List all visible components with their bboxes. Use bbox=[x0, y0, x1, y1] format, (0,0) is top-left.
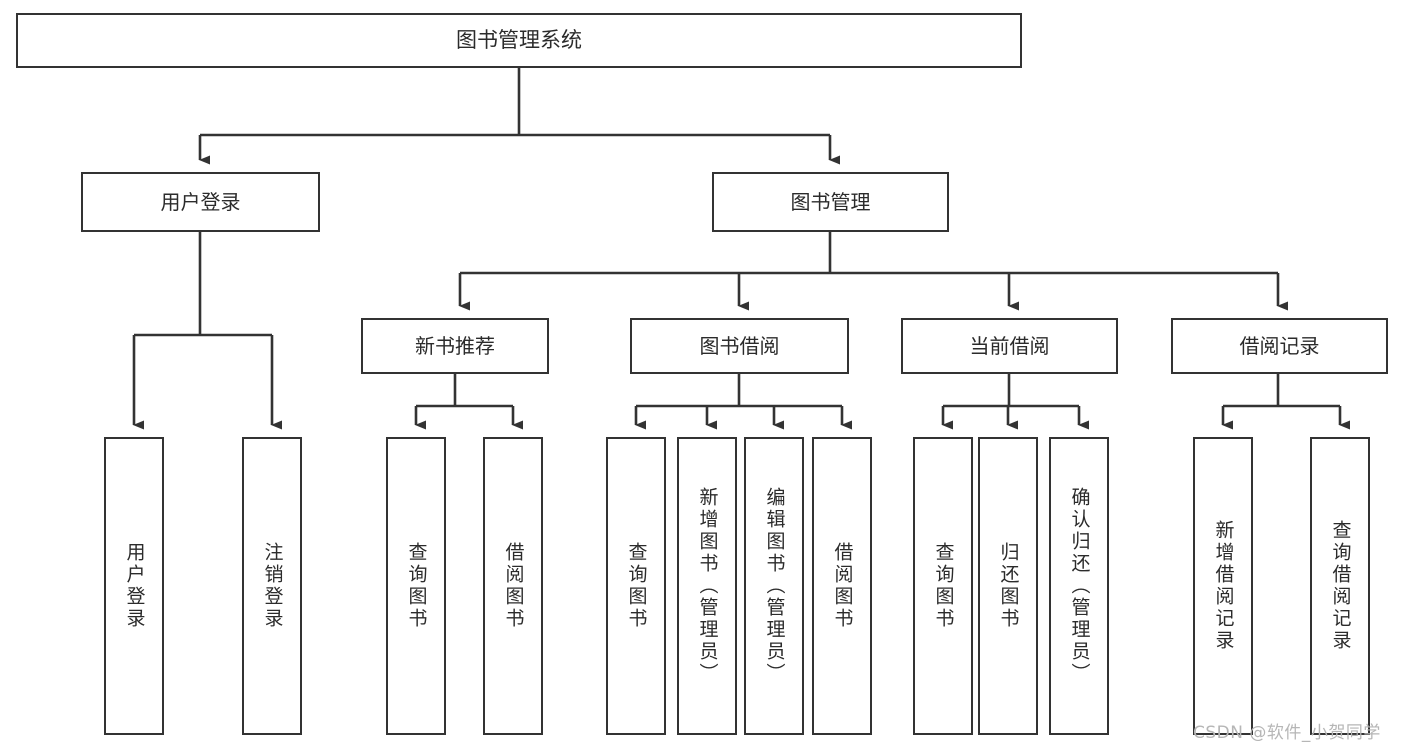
node-current-borrow[interactable]: 当前借阅 bbox=[901, 318, 1118, 374]
node-leaf-confirm-return[interactable]: 确认归还（管理员） bbox=[1049, 437, 1109, 735]
node-label: 新增图书（管理员） bbox=[696, 487, 719, 685]
node-leaf-return-book[interactable]: 归还图书 bbox=[978, 437, 1038, 735]
node-label: 借阅记录 bbox=[1239, 333, 1320, 358]
node-label: 确认归还（管理员） bbox=[1068, 487, 1091, 685]
node-label: 当前借阅 bbox=[969, 333, 1050, 358]
node-label: 借阅图书 bbox=[502, 542, 525, 630]
node-label: 图书管理系统 bbox=[456, 27, 582, 52]
node-label: 编辑图书（管理员） bbox=[763, 487, 786, 685]
node-label: 图书借阅 bbox=[699, 333, 780, 358]
node-label: 新增借阅记录 bbox=[1212, 520, 1235, 652]
node-leaf-borrow-book-1[interactable]: 借阅图书 bbox=[483, 437, 543, 735]
node-leaf-logout[interactable]: 注销登录 bbox=[242, 437, 302, 735]
node-leaf-query-book-2[interactable]: 查询图书 bbox=[606, 437, 666, 735]
node-leaf-add-record[interactable]: 新增借阅记录 bbox=[1193, 437, 1253, 735]
node-label: 查询图书 bbox=[405, 542, 428, 630]
node-label: 归还图书 bbox=[997, 542, 1020, 630]
node-borrow-record[interactable]: 借阅记录 bbox=[1171, 318, 1388, 374]
node-system-title[interactable]: 图书管理系统 bbox=[16, 13, 1022, 68]
node-label: 查询图书 bbox=[625, 542, 648, 630]
node-label: 注销登录 bbox=[261, 542, 284, 630]
node-label: 新书推荐 bbox=[415, 333, 495, 358]
node-label: 图书管理 bbox=[790, 189, 871, 214]
node-label: 用户登录 bbox=[123, 542, 146, 630]
node-label: 查询图书 bbox=[932, 542, 955, 630]
node-leaf-add-book[interactable]: 新增图书（管理员） bbox=[677, 437, 737, 735]
node-leaf-edit-book[interactable]: 编辑图书（管理员） bbox=[744, 437, 804, 735]
node-label: 用户登录 bbox=[160, 189, 241, 214]
node-new-book-recommend[interactable]: 新书推荐 bbox=[361, 318, 549, 374]
node-book-borrow[interactable]: 图书借阅 bbox=[630, 318, 849, 374]
node-label: 查询借阅记录 bbox=[1329, 520, 1352, 652]
node-book-manage[interactable]: 图书管理 bbox=[712, 172, 949, 232]
watermark-text: CSDN @软件_小贺同学 bbox=[1193, 723, 1381, 743]
node-user-login[interactable]: 用户登录 bbox=[81, 172, 320, 232]
node-leaf-borrow-book-2[interactable]: 借阅图书 bbox=[812, 437, 872, 735]
node-leaf-query-book-3[interactable]: 查询图书 bbox=[913, 437, 973, 735]
node-label: 借阅图书 bbox=[831, 542, 854, 630]
node-leaf-user-login[interactable]: 用户登录 bbox=[104, 437, 164, 735]
node-leaf-query-book-1[interactable]: 查询图书 bbox=[386, 437, 446, 735]
node-leaf-query-record[interactable]: 查询借阅记录 bbox=[1310, 437, 1370, 735]
